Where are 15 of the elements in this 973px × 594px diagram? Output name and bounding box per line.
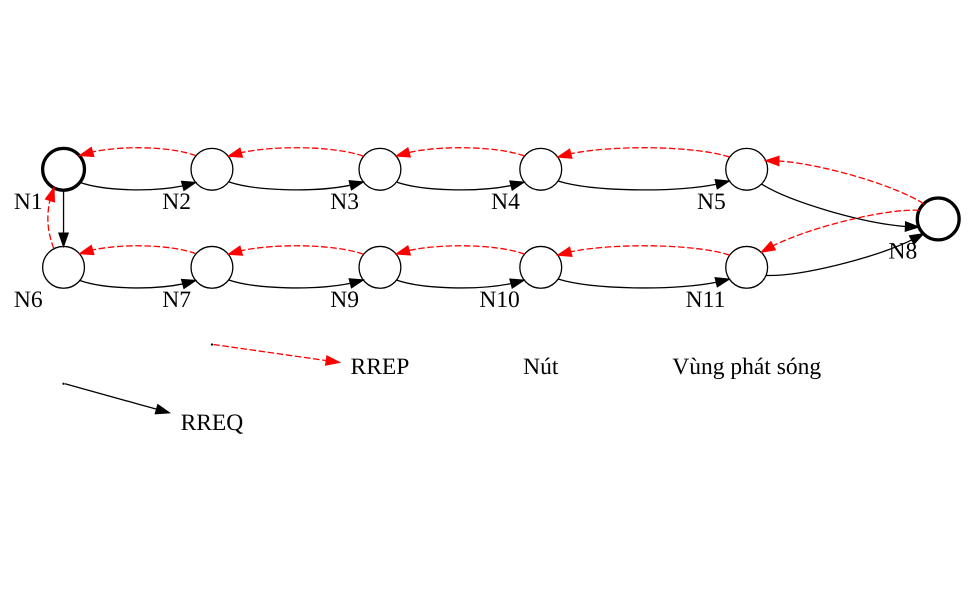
node-label: N9 (330, 286, 360, 313)
node-label: N4 (491, 188, 520, 215)
node-label: N1 (14, 188, 43, 215)
node-label: N5 (697, 188, 726, 215)
node-label: N8 (888, 238, 918, 264)
node-label: N10 (479, 286, 520, 313)
node-label: N6 (14, 286, 43, 313)
node-label: N11 (686, 286, 726, 313)
legend-label: Nút (523, 353, 558, 380)
node-label: N7 (162, 286, 192, 313)
legend-label: RREQ (180, 409, 244, 436)
legend-label: Vùng phát sóng (672, 353, 822, 380)
node-label: N3 (330, 188, 360, 215)
legend-label: RREP (350, 353, 410, 380)
node-label: N2 (162, 188, 192, 215)
